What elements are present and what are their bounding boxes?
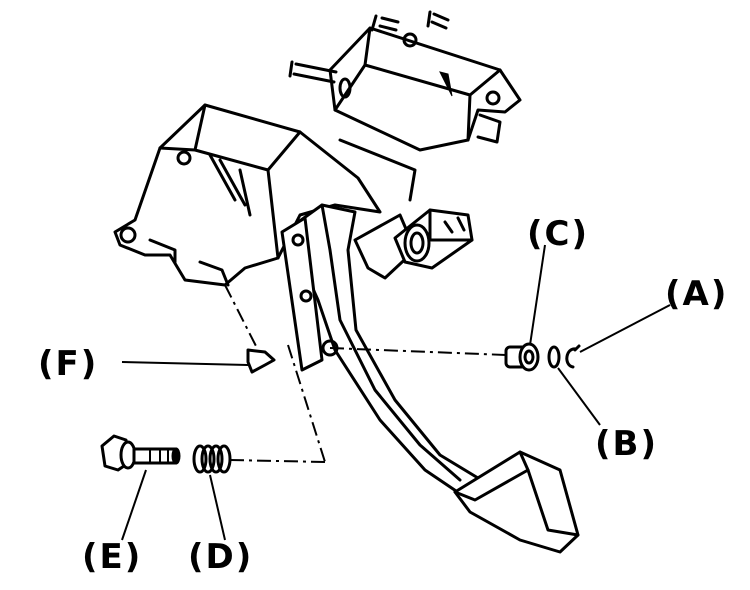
- label-c: (C): [527, 214, 589, 254]
- clutch-pedal-arm: [280, 203, 580, 554]
- clip-f: [246, 348, 276, 374]
- leader-lines: [121, 244, 671, 541]
- snap-ring-a: [565, 344, 581, 369]
- label-d: (D): [188, 537, 253, 577]
- washer-b: [547, 345, 561, 369]
- alignment-lines: [224, 284, 507, 463]
- spring-d: [192, 444, 232, 474]
- label-a: (A): [665, 274, 728, 314]
- label-b: (B): [595, 424, 658, 464]
- label-e: (E): [82, 537, 142, 577]
- pushrod-switch-assembly: [353, 208, 474, 280]
- pedal-bracket-body: [113, 103, 417, 287]
- bolt-e: [100, 434, 181, 472]
- upper-mounting-bracket: [288, 10, 522, 152]
- bushing-c: [504, 342, 540, 372]
- label-f: (F): [38, 344, 98, 384]
